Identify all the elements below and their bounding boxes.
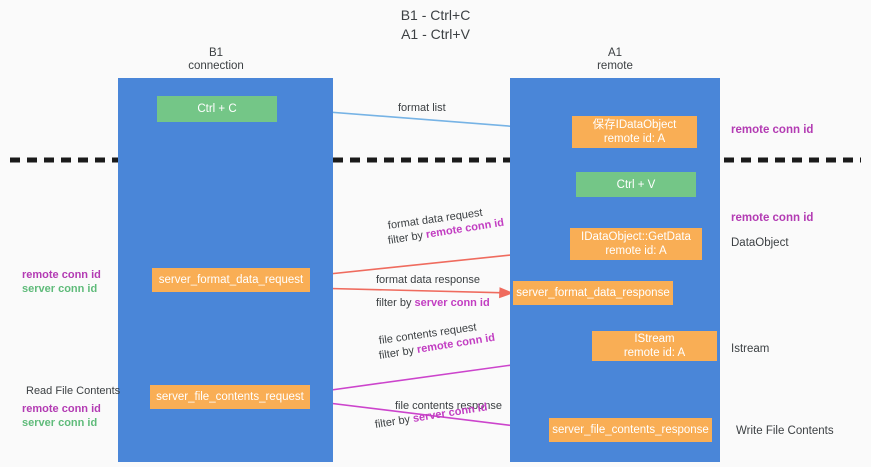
right-note-write-file-contents: Write File Contents	[736, 425, 834, 437]
edge-label-format-data-request: format data request filter by remote con…	[387, 207, 505, 248]
left-note-bottom-remote-conn-id: remote conn id	[22, 403, 101, 415]
node-server-format-data-response-label: server_format_data_response	[516, 287, 670, 299]
filter-prefix: filter by	[376, 297, 415, 309]
edge-label-file-contents-response: file contents response filter by server …	[374, 399, 503, 432]
node-ctrl-v-label: Ctrl + V	[616, 178, 656, 191]
node-server-file-contents-request-label: server_file_contents_request	[156, 391, 304, 403]
node-server-file-contents-response-label: server_file_contents_response	[552, 424, 709, 436]
node-server-format-data-response[interactable]: server_format_data_response	[513, 281, 673, 305]
node-ctrl-c-label: Ctrl + C	[197, 103, 237, 115]
filter-prefix: filter by	[374, 413, 414, 431]
node-server-format-data-request[interactable]: server_format_data_request	[152, 268, 310, 292]
node-istream-line2: remote id: A	[623, 347, 686, 359]
node-istream[interactable]: IStream remote id: A	[592, 331, 717, 361]
right-note-remote-conn-id-top: remote conn id	[731, 124, 814, 136]
node-istream-line1: IStream	[634, 333, 675, 345]
left-note-bottom-server-conn-id: server conn id	[22, 417, 98, 429]
edge-label-format-data-response-line2: filter by server conn id	[376, 296, 490, 310]
node-ctrl-c[interactable]: Ctrl + C	[157, 96, 277, 122]
lane-header-a1: A1 remote	[510, 47, 720, 73]
right-note-dataobject: DataObject	[731, 237, 789, 249]
lane-b1-name: B1	[208, 47, 224, 59]
right-note-remote-conn-id-mid: remote conn id	[731, 212, 814, 224]
diagram-title: B1 - Ctrl+C A1 - Ctrl+V	[0, 6, 871, 44]
node-ctrl-v[interactable]: Ctrl + V	[576, 172, 696, 197]
title-line-2: A1 - Ctrl+V	[401, 26, 470, 42]
edge-label-format-data-response-line1: format data response	[376, 274, 480, 286]
edge-label-file-contents-response-line1: file contents response	[395, 400, 503, 412]
node-save-idataobject-line1: 保存IDataObject	[592, 119, 677, 131]
node-save-idataobject-line2: remote id: A	[603, 133, 666, 145]
node-idataobject-getdata-line2: remote id: A	[605, 245, 667, 257]
right-note-istream: Istream	[731, 343, 770, 355]
node-server-file-contents-request[interactable]: server_file_contents_request	[150, 385, 310, 409]
edge-label-format-list: format list	[398, 102, 446, 114]
title-line-1: B1 - Ctrl+C	[400, 7, 471, 23]
lane-header-b1: B1 connection	[118, 47, 314, 73]
node-save-idataobject[interactable]: 保存IDataObject remote id: A	[572, 116, 697, 148]
lane-a1-sub: remote	[597, 60, 633, 72]
filter-key-server-conn-id: server conn id	[414, 297, 490, 309]
node-server-format-data-request-label: server_format_data_request	[158, 274, 304, 286]
left-note-mid-remote-conn-id: remote conn id	[22, 269, 101, 281]
left-note-bottom: remote conn id server conn id	[22, 402, 101, 430]
left-note-mid-server-conn-id: server conn id	[22, 283, 98, 295]
left-note-mid: remote conn id server conn id	[22, 268, 101, 296]
node-server-file-contents-response[interactable]: server_file_contents_response	[549, 418, 712, 442]
node-idataobject-getdata[interactable]: IDataObject::GetData remote id: A	[570, 228, 702, 260]
node-idataobject-getdata-line1: IDataObject::GetData	[581, 231, 691, 243]
lane-b1-sub: connection	[188, 60, 244, 72]
edge-label-format-data-response: format data response filter by server co…	[376, 273, 490, 310]
edge-label-file-contents-request: file contents request filter by remote c…	[378, 321, 496, 363]
left-note-read-file-contents: Read File Contents	[26, 385, 121, 397]
lane-a1-name: A1	[607, 47, 623, 59]
